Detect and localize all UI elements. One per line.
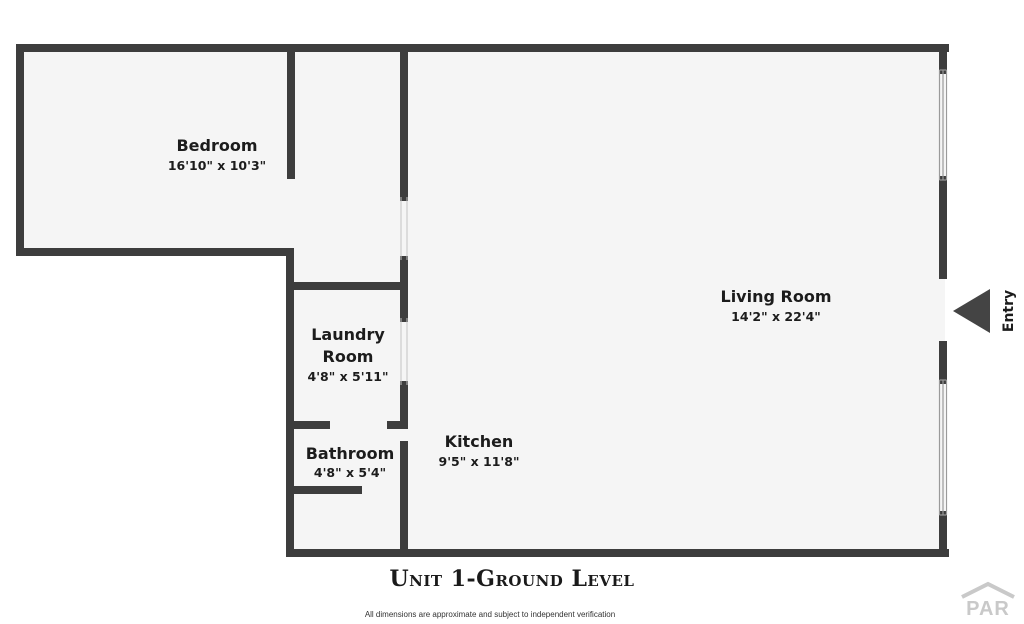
disclaimer-text: All dimensions are approximate and subje… [364, 610, 616, 619]
plan-title: Unit 1-Ground Level [389, 566, 635, 592]
bathroom-dims: 4'8" x 5'4" [314, 465, 386, 480]
house-roof-icon [961, 581, 1015, 599]
floor-area [20, 48, 945, 553]
laundry-room-name-line1: Laundry [311, 325, 385, 344]
logo-text: PAR [966, 598, 1010, 620]
living-room-dims: 14'2" x 22'4" [731, 309, 821, 324]
entry-arrow-icon [953, 289, 990, 333]
bedroom-name: Bedroom [176, 136, 257, 155]
bathroom-name: Bathroom [306, 444, 395, 463]
window-lower [938, 379, 948, 516]
walls [16, 44, 949, 557]
kitchen-name: Kitchen [445, 432, 514, 451]
laundry-room-name-line2: Room [323, 347, 374, 366]
kitchen-dims: 9'5" x 11'8" [439, 454, 520, 469]
window-upper [938, 69, 948, 181]
partition-openings [400, 197, 408, 385]
laundry-room-dims: 4'8" x 5'11" [308, 369, 389, 384]
living-room-name: Living Room [721, 287, 832, 306]
windows [938, 69, 948, 516]
entry-label: Entry [1001, 290, 1017, 332]
par-logo: PAR [956, 580, 1020, 620]
bedroom-dims: 16'10" x 10'3" [168, 158, 266, 173]
